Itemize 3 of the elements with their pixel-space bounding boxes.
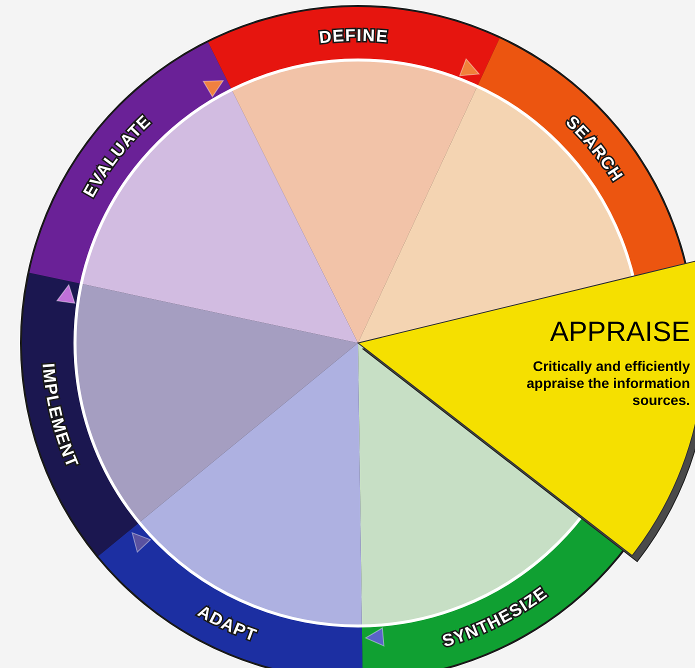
stage-heading: APPRAISE [550, 316, 690, 348]
stage-description: Critically and efficiently appraise the information sources. [526, 358, 690, 409]
stage-label: DEFINE [318, 26, 390, 48]
